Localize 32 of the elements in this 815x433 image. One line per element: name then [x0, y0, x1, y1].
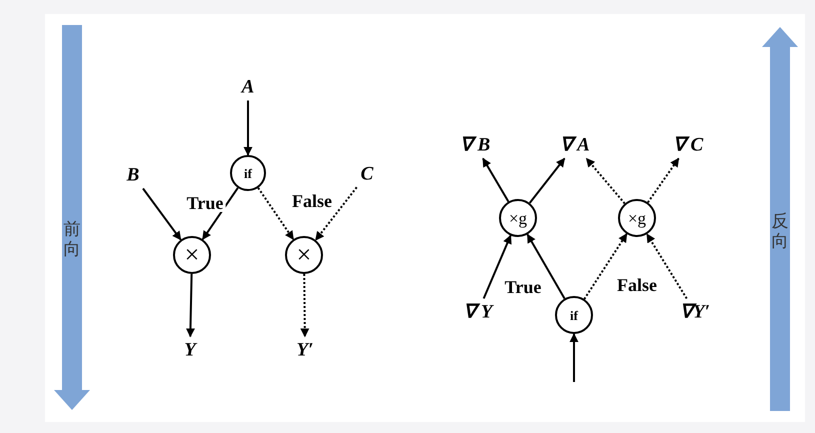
variable-label: ∇ Y: [464, 302, 492, 322]
edge-label: False: [615, 276, 659, 294]
arrow: [482, 234, 512, 299]
arrow-label: 反向: [772, 212, 788, 252]
dotted-arrow: [314, 186, 358, 241]
arrow: [186, 274, 195, 338]
arrow: [482, 158, 510, 202]
variable-label: Y: [184, 340, 196, 360]
variable-label: A: [242, 78, 254, 96]
variable-label: ∇ B: [460, 136, 490, 154]
arrow: [202, 187, 239, 240]
edge-label: False: [290, 192, 334, 210]
dotted-arrow: [646, 233, 688, 300]
variable-label: ∇Y′: [680, 302, 710, 322]
variable-label: C: [360, 164, 374, 184]
variable-label: ∇ A: [560, 136, 590, 154]
dotted-arrow: [257, 187, 294, 240]
arrow-label: 前向: [64, 220, 80, 260]
variable-label: B: [126, 166, 140, 184]
arrow: [244, 100, 252, 156]
dotted-arrow: [647, 158, 680, 203]
variable-label: Y′: [296, 340, 314, 360]
variable-label: ∇ C: [672, 136, 704, 154]
arrow: [142, 188, 182, 240]
edge-label: True: [502, 278, 544, 296]
dotted-arrow: [300, 274, 310, 338]
edge-label: True: [184, 194, 226, 212]
arrow: [528, 158, 566, 204]
dotted-arrow: [583, 233, 628, 300]
arrow: [526, 234, 566, 299]
arrow: [570, 333, 578, 382]
dotted-arrow: [586, 158, 626, 204]
